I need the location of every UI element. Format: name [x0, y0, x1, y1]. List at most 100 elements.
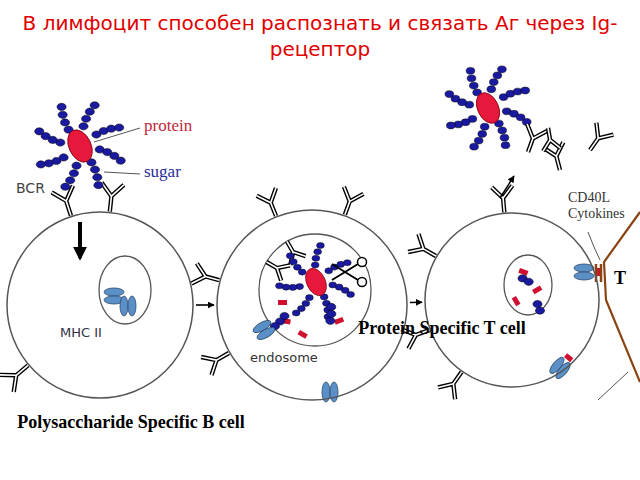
peptide-fragment [278, 300, 287, 305]
protein-core [301, 265, 330, 299]
cell-outline [424, 212, 600, 388]
sugar-bead [44, 160, 53, 167]
sugar-bead [79, 123, 88, 130]
antibody-inner [279, 237, 305, 265]
sugar-bead [513, 88, 522, 95]
sugar-bead [94, 182, 103, 189]
sugar-bead [115, 124, 124, 131]
cell-membrane [425, 213, 599, 387]
antibody-outline [518, 124, 546, 156]
bcr-antibody [191, 263, 221, 290]
bcr-antibody [492, 186, 515, 214]
sugar-bead [524, 278, 533, 285]
mhc-ii [120, 296, 136, 316]
sugar-bead [474, 137, 483, 144]
bcr-antibody [408, 234, 441, 265]
antigen [35, 102, 126, 191]
t-cell-membrane [604, 212, 640, 382]
antibody-outline [262, 254, 290, 280]
sugar-bead [478, 130, 487, 137]
cell-outline [216, 209, 408, 401]
sugar-bead [305, 295, 313, 301]
sugar-bead [57, 103, 66, 110]
bcr-antibody [438, 366, 470, 399]
sugar-bead [480, 123, 489, 130]
antibody-outline [492, 186, 515, 214]
sugar-bead [521, 87, 530, 94]
sugar-bead [326, 317, 335, 324]
mhc-chain [120, 296, 128, 316]
cell-caption: Polysaccharide Specific B cell [11, 411, 251, 434]
sugar-bead [498, 66, 507, 73]
sugar-bead [276, 283, 284, 289]
antigen [276, 242, 355, 319]
part-label: MHC II [60, 326, 120, 341]
mhc-chain [128, 296, 136, 316]
cell-caption: Protein Specific T cell [342, 317, 542, 340]
sugar-bead [445, 91, 454, 98]
sugar-bead [292, 310, 300, 316]
sugar-bead [446, 122, 455, 129]
antibody-inner [438, 366, 470, 399]
sugar-bead [533, 300, 542, 307]
cell: Protein Specific T cell [424, 212, 600, 388]
cell-outline [6, 211, 194, 399]
sugar-bead [469, 82, 478, 89]
peptide-fragment [512, 296, 521, 306]
bcr-antibody [518, 124, 546, 156]
step-arrow [410, 301, 422, 303]
sugar-bead [501, 142, 510, 149]
antibody-inner [201, 344, 234, 375]
bcr-antibody [201, 344, 234, 375]
sugar-bead [61, 183, 70, 190]
antibody-outline [539, 126, 560, 151]
sugar-bead [293, 264, 301, 270]
sugar-bead [466, 67, 475, 74]
antibody-outline [201, 344, 234, 375]
sugar-bead [467, 75, 476, 82]
sugar-bead [343, 260, 351, 266]
protein-core [63, 126, 97, 166]
sugar-leader [104, 172, 140, 174]
t-cell-leader [598, 372, 628, 400]
antibody-outline [0, 357, 35, 392]
sugar-bead [286, 253, 294, 259]
antibody-outline [408, 234, 441, 265]
cell-membrane [217, 210, 407, 400]
sugar-bead [314, 249, 322, 255]
antibody-outline [438, 366, 470, 399]
mhc-chain [255, 325, 276, 342]
scissor-ring [358, 278, 367, 287]
sugar-bead [327, 310, 336, 317]
sugar-bead [493, 72, 502, 79]
antibody-outline [191, 263, 221, 290]
antibody-outline [279, 237, 305, 265]
part-label: BCR [16, 180, 56, 196]
sugar-bead [116, 157, 125, 164]
antibody-inner [52, 186, 82, 220]
sugar-bead [498, 127, 507, 134]
sugar-bead [347, 291, 355, 297]
sugar-bead [81, 115, 90, 122]
cell: Polysaccharide Specific B cell [6, 211, 194, 399]
antibody-inner [492, 186, 515, 214]
endosome-membrane [259, 234, 371, 346]
antibody-outline [52, 186, 82, 220]
cell-caption: endosome [250, 350, 330, 367]
bcr-antibody [0, 357, 35, 392]
antibody-inner [262, 254, 290, 280]
mhc-chain [574, 272, 594, 280]
sugar-bead [90, 166, 99, 173]
sugar-bead [72, 162, 81, 169]
part-label: protein [144, 116, 224, 136]
sugar-bead [470, 143, 479, 150]
bcr-antibody [279, 237, 305, 265]
scissor-blades [332, 264, 358, 280]
protein-leader [94, 128, 140, 142]
sugar-bead [35, 128, 44, 135]
sugar-bead [489, 79, 498, 86]
sugar-bead [69, 170, 78, 177]
scissor-ring [358, 258, 367, 267]
sugar-bead [66, 177, 75, 184]
title-text: В лимфоцит способен распознать и связать… [20, 10, 620, 62]
